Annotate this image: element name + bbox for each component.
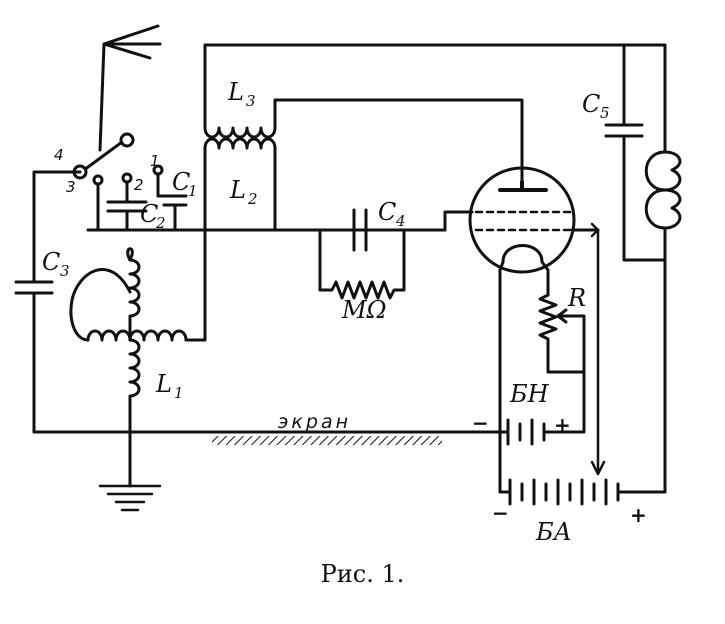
label-r: R	[567, 284, 586, 312]
label-c1: C	[172, 168, 190, 196]
coil-l3	[203, 43, 667, 184]
label-bn-plus: +	[554, 413, 571, 437]
label-screen: экран	[278, 411, 351, 433]
label-c5-sub: 5	[600, 104, 610, 122]
label-battery-filament: БН	[509, 380, 550, 408]
ground-symbol	[98, 430, 162, 512]
antenna	[98, 24, 162, 152]
label-megohm: MΩ	[341, 296, 386, 324]
label-c5: C	[582, 90, 600, 118]
label-l1: L	[155, 370, 172, 398]
label-c2-sub: 2	[155, 214, 166, 232]
figure-caption: Рис. 1.	[320, 560, 405, 588]
capacitor-c3	[14, 278, 54, 434]
band-switch	[32, 132, 164, 282]
label-c3: C	[42, 248, 60, 276]
label-c2: C	[140, 200, 158, 228]
label-ba-minus: −	[492, 501, 509, 525]
battery-filament	[498, 358, 586, 446]
label-l2: L	[229, 176, 246, 204]
capacitor-c2	[96, 180, 148, 232]
headphones	[644, 43, 682, 262]
label-switch-3: 3	[66, 178, 76, 196]
coil-l2	[203, 137, 277, 232]
rheostat-r	[538, 293, 586, 374]
label-l3: L	[227, 78, 244, 106]
label-switch-1: 1	[150, 152, 160, 170]
coil-l1	[69, 228, 207, 434]
label-c4: C	[378, 198, 396, 226]
labels: L 3 L 2 L 1 C 1 C 2 C 3 C 4 C 5 R MΩ экр…	[42, 78, 647, 546]
label-c1-sub: 1	[188, 182, 198, 200]
label-switch-2: 2	[134, 176, 144, 194]
battery-anode	[498, 228, 667, 506]
capacitor-c5	[604, 43, 667, 262]
capacitor-c4	[318, 208, 474, 252]
label-bn-minus: −	[472, 411, 489, 435]
label-c3-sub: 3	[60, 262, 70, 280]
label-switch-4: 4	[54, 146, 64, 164]
capacitor-c1	[156, 172, 188, 232]
label-c4-sub: 4	[395, 212, 406, 230]
grid-leak-resistor	[318, 228, 406, 300]
screen-wire	[32, 430, 502, 445]
label-l1-sub: 1	[174, 384, 184, 402]
label-ba-plus: +	[630, 503, 647, 527]
label-battery-anode: БА	[535, 518, 572, 546]
label-l2-sub: 2	[247, 190, 258, 208]
label-l3-sub: 3	[246, 92, 256, 110]
vacuum-tube	[468, 166, 600, 434]
